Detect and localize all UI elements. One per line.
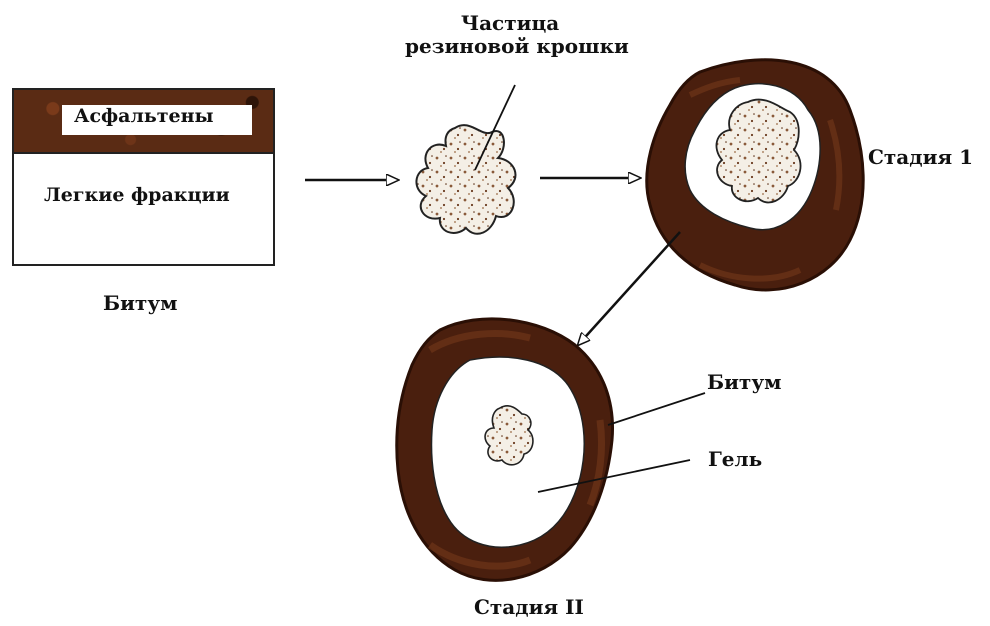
particle-label-line1: Частица bbox=[405, 12, 615, 35]
stage2-label: Стадия II bbox=[474, 596, 584, 619]
light-fractions-label: Легкие фракции bbox=[44, 185, 230, 207]
rubber-particle bbox=[416, 125, 515, 234]
particle-label-line2: резиновой крошки bbox=[405, 35, 615, 58]
arrow-to-stage2 bbox=[578, 232, 680, 345]
stage2-gel-label: Гель bbox=[708, 448, 762, 471]
asphaltene-label: Асфальтены bbox=[74, 106, 214, 128]
asphaltene-layer: Асфальтены bbox=[14, 90, 273, 154]
bitumen-box: Асфальтены Легкие фракции bbox=[12, 88, 275, 266]
stage2-bitumen-label: Битум bbox=[707, 371, 782, 394]
bitumen-caption: Битум bbox=[103, 292, 178, 315]
particle-label: Частица резиновой крошки bbox=[405, 12, 615, 58]
stage1-label: Стадия 1 bbox=[868, 146, 973, 169]
bitumen-callout-line bbox=[608, 393, 705, 425]
